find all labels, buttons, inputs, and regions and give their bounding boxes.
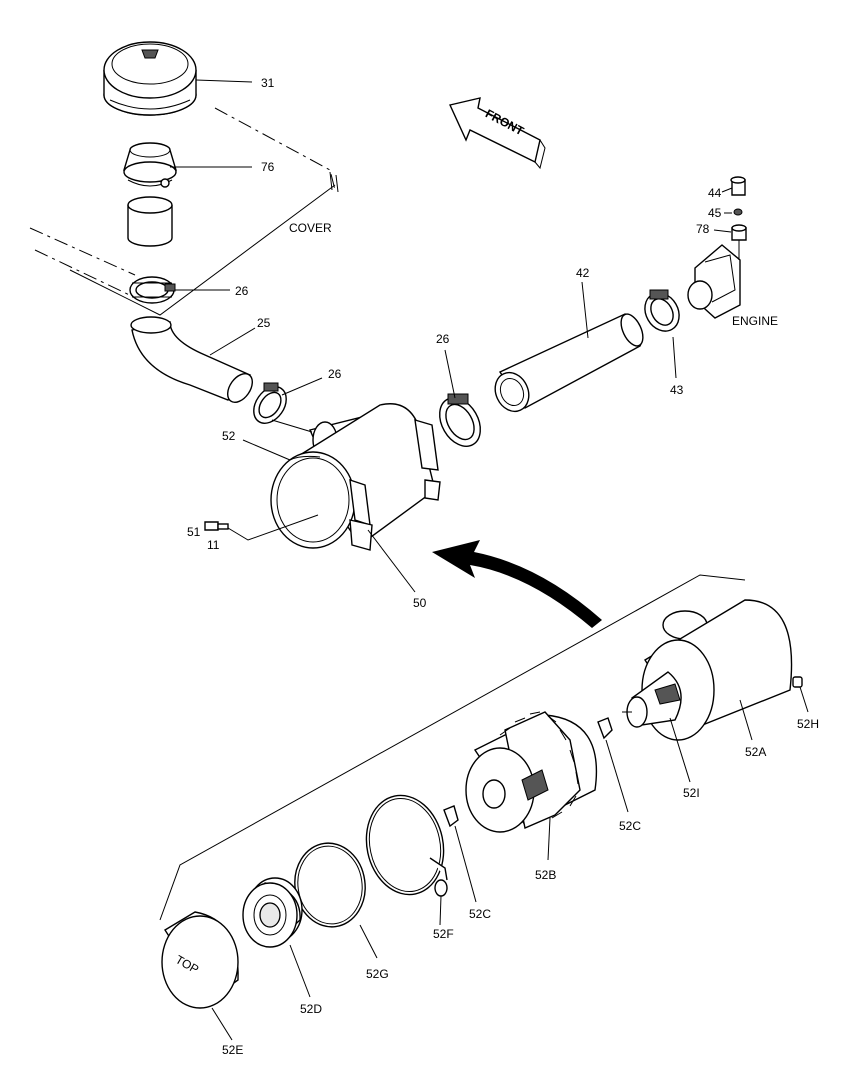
label-25: 25 — [257, 316, 271, 330]
clamp-band-52F — [365, 794, 448, 897]
precleaner-cap-31 — [103, 41, 197, 116]
hose-clamp-26-left — [253, 382, 287, 424]
hose-clamp-26-right — [439, 393, 481, 447]
label-52G: 52G — [366, 967, 389, 981]
explode-arrow — [432, 540, 602, 628]
adapter-76 — [123, 142, 177, 188]
fittings-44-45-78 — [730, 176, 747, 260]
label-52D: 52D — [300, 1002, 322, 1016]
exploded-view-frame — [159, 574, 746, 921]
label-26-top: 26 — [235, 284, 249, 298]
bolt-51 — [204, 521, 229, 531]
safety-element-52I — [622, 671, 682, 728]
label-52I: 52I — [683, 786, 700, 800]
part-labels: COVER ENGINE 31 76 26 25 26 26 42 43 44 … — [187, 76, 819, 1057]
label-76: 76 — [261, 160, 275, 174]
cover-outline — [29, 107, 339, 316]
leader-lines — [170, 79, 809, 1041]
label-50: 50 — [413, 596, 427, 610]
label-52B: 52B — [535, 868, 556, 882]
primary-element-52B — [465, 711, 598, 833]
label-engine: ENGINE — [732, 314, 778, 328]
label-31: 31 — [261, 76, 275, 90]
label-45: 45 — [708, 206, 722, 220]
plug-52H — [792, 676, 803, 688]
label-52E: 52E — [222, 1043, 243, 1057]
wing-nut-52C-upper — [597, 717, 613, 740]
label-cover: COVER — [289, 221, 332, 235]
engine-intake — [687, 244, 741, 319]
end-cap-52E: TOP — [161, 911, 239, 1009]
label-11: 11 — [207, 538, 220, 552]
label-26-left: 26 — [328, 367, 342, 381]
label-42: 42 — [576, 266, 590, 280]
short-tube — [127, 196, 173, 247]
label-52C-lower: 52C — [469, 907, 491, 921]
label-52H: 52H — [797, 717, 819, 731]
air-cleaner-housing-50 — [270, 403, 441, 551]
hose-clamp-26-top — [129, 276, 176, 304]
label-52C-upper: 52C — [619, 819, 641, 833]
label-52A: 52A — [745, 745, 766, 759]
label-43: 43 — [670, 383, 684, 397]
intake-hose-42 — [494, 313, 644, 413]
hose-clamp-43 — [644, 289, 680, 332]
wing-nut-52C-lower — [443, 805, 459, 828]
label-52: 52 — [222, 429, 236, 443]
label-44: 44 — [708, 186, 722, 200]
elbow-hose-25 — [130, 316, 254, 404]
label-26-right: 26 — [436, 332, 450, 346]
label-52F: 52F — [433, 927, 454, 941]
label-78: 78 — [696, 222, 710, 236]
label-51: 51 — [187, 525, 201, 539]
front-arrow: FRONT — [449, 97, 546, 170]
cap-insert-52D — [242, 877, 303, 948]
